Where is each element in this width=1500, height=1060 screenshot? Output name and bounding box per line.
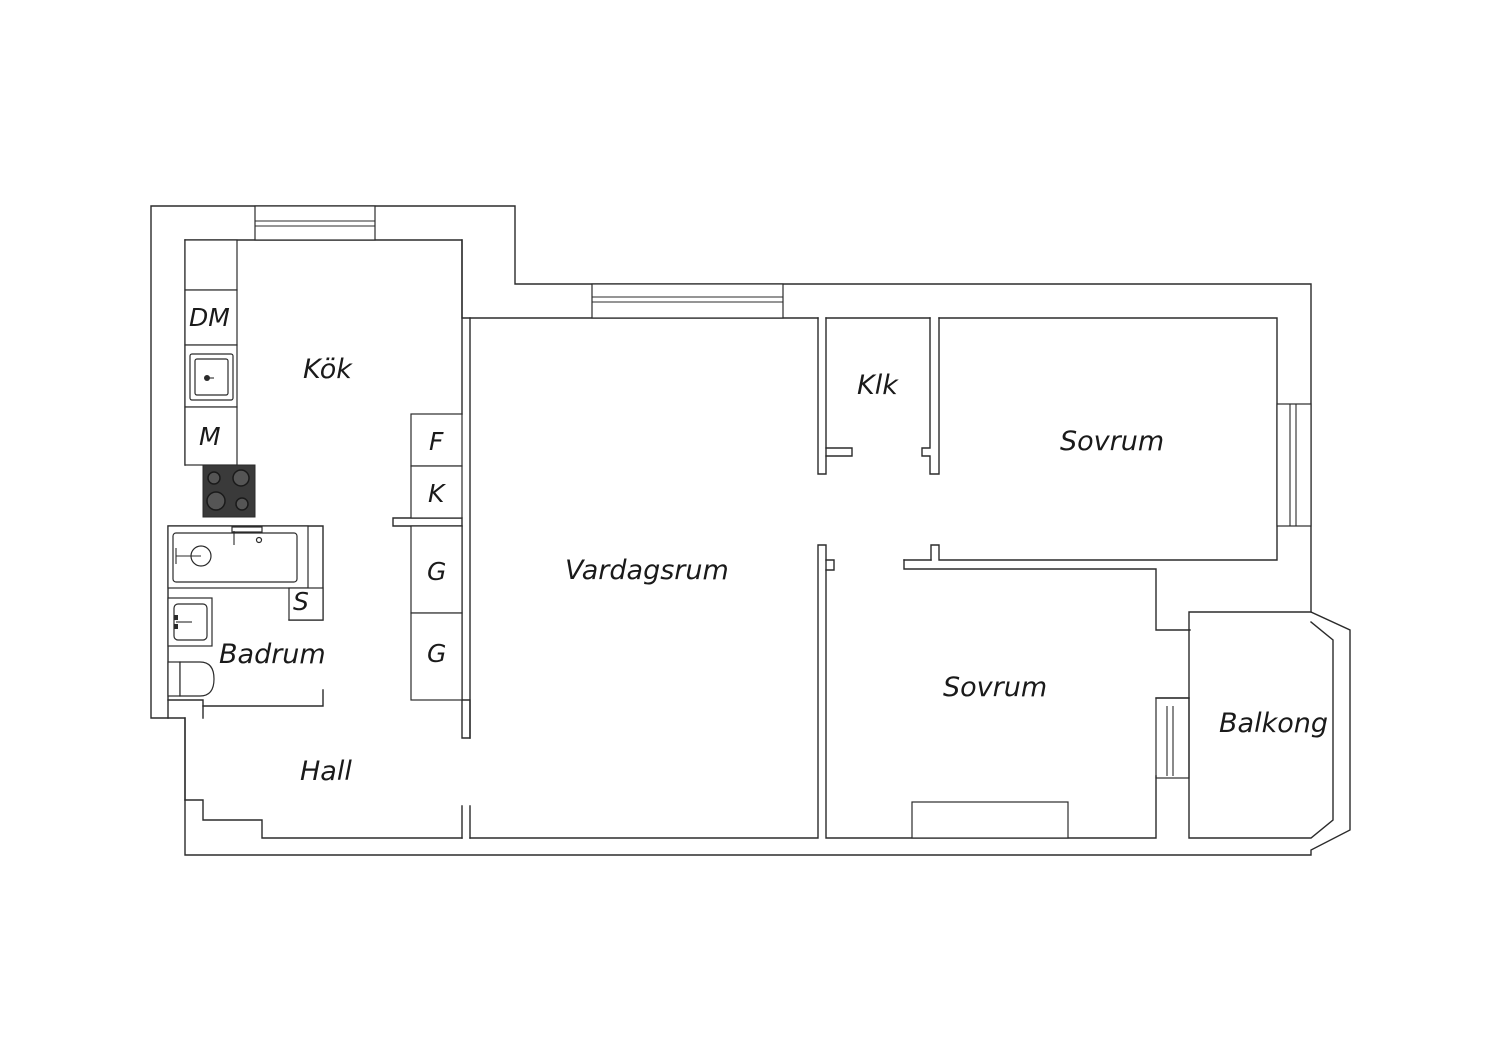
- interior-walls: [167, 239, 1334, 839]
- fixture-labels: DM M F K G G S: [189, 303, 447, 668]
- fixture-label-g-2: G: [427, 639, 446, 668]
- bathtub-icon: [167, 525, 309, 589]
- room-label-badrum: Badrum: [219, 639, 326, 670]
- fixture-label-g-1: G: [427, 557, 446, 586]
- window-bedroom-2: [1155, 697, 1190, 779]
- room-label-kok: Kök: [303, 354, 353, 385]
- room-label-hall: Hall: [300, 756, 352, 787]
- room-labels: Kök Vardagsrum Klk Sovrum Sovrum Badrum …: [219, 354, 1328, 787]
- room-label-sovrum-1: Sovrum: [1060, 426, 1164, 457]
- window-kitchen: [254, 205, 376, 241]
- room-label-vardagsrum: Vardagsrum: [565, 555, 729, 586]
- fixture-label-k: K: [428, 479, 447, 508]
- window-bedroom-1: [1276, 403, 1312, 527]
- fixture-label-m: M: [199, 422, 221, 451]
- stove-icon: [202, 464, 256, 518]
- room-label-balkong: Balkong: [1219, 708, 1328, 739]
- room-label-sovrum-2: Sovrum: [943, 672, 1047, 703]
- fixture-label-f: F: [429, 427, 444, 456]
- bathroom-cabinet-s: [288, 587, 324, 621]
- fixture-label-s: S: [293, 587, 309, 616]
- toilet-icon: [167, 661, 215, 697]
- sink-icon: [189, 353, 234, 401]
- washbasin-icon: [167, 597, 213, 647]
- kitchen-cabinets-right: [410, 413, 463, 701]
- fixture-label-dm: DM: [189, 303, 230, 332]
- window-living-room: [591, 283, 784, 319]
- room-label-klk: Klk: [857, 370, 899, 401]
